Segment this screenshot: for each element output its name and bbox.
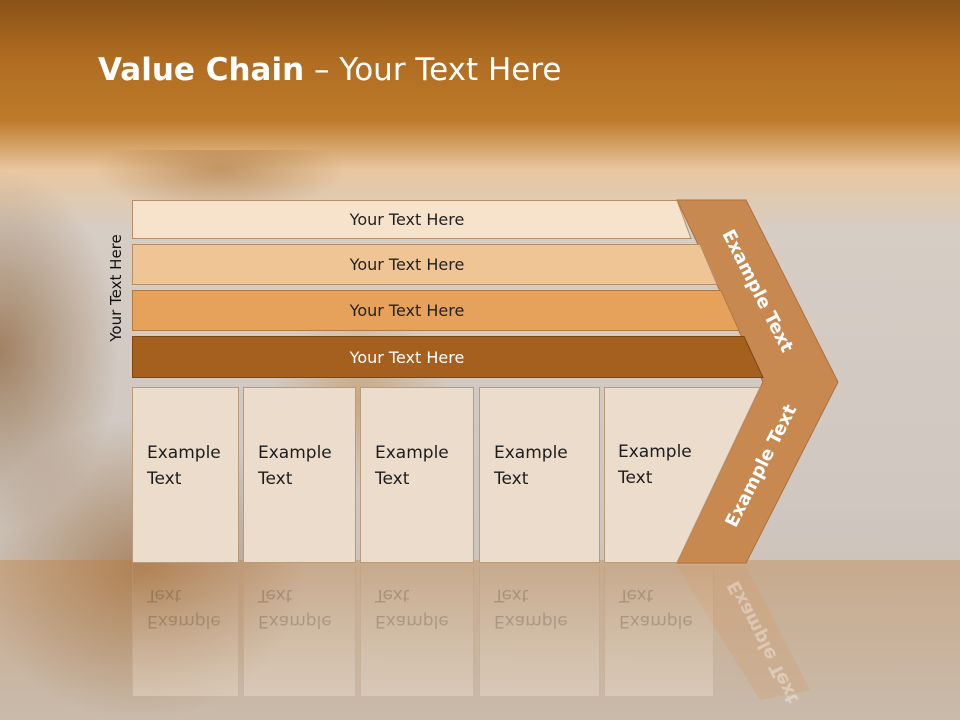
column-2[interactable]: Example Text <box>243 387 356 563</box>
column-4-reflection: Example Text <box>479 566 600 696</box>
band-3-shape <box>132 290 740 331</box>
column-5-reflection-line2: Text <box>619 585 654 605</box>
column-1-reflection-line1: Example <box>147 611 221 631</box>
column-1-line1: Example <box>147 443 221 463</box>
column-4[interactable]: Example Text <box>479 387 600 563</box>
column-3-line1: Example <box>375 443 449 463</box>
column-4-line2: Text <box>494 469 529 489</box>
band-4-shape <box>132 336 764 378</box>
column-2-reflection: Example Text <box>243 566 356 696</box>
band-1[interactable]: Your Text Here <box>132 200 692 239</box>
title-rest: – Your Text Here <box>304 52 562 88</box>
column-1-reflection: Example Text <box>132 566 239 696</box>
band-3[interactable]: Your Text Here <box>132 290 740 331</box>
chevron-reflection <box>677 566 810 700</box>
band-3-label: Your Text Here <box>349 301 465 320</box>
column-5-reflection-line1: Example <box>619 611 693 631</box>
slide-title[interactable]: Value Chain – Your Text Here <box>98 52 561 88</box>
column-4-reflection-line1: Example <box>494 611 568 631</box>
band-2-label: Your Text Here <box>349 255 465 274</box>
column-5-line1: Example <box>618 442 692 462</box>
column-2-line2: Text <box>258 469 293 489</box>
chevron-shape <box>676 199 839 564</box>
column-1-line2: Text <box>147 469 182 489</box>
band-4-label: Your Text Here <box>349 347 465 367</box>
column-1[interactable]: Example Text <box>132 387 239 563</box>
column-2-reflection-line2: Text <box>258 585 293 605</box>
column-3-reflection-line2: Text <box>375 585 410 605</box>
column-3-reflection: Example Text <box>360 566 474 696</box>
column-2-line1: Example <box>258 443 332 463</box>
column-3-line2: Text <box>375 469 410 489</box>
column-2-reflection-line1: Example <box>258 611 332 631</box>
column-3-reflection-line1: Example <box>375 611 449 631</box>
column-3[interactable]: Example Text <box>360 387 474 563</box>
band-4[interactable]: Your Text Here <box>132 336 764 378</box>
title-bold: Value Chain <box>98 52 305 88</box>
column-5-shape <box>604 387 761 563</box>
band-2-shape <box>132 244 718 285</box>
column-1-reflection-line2: Text <box>147 585 182 605</box>
column-4-line1: Example <box>494 443 568 463</box>
band-1-shape <box>132 200 692 239</box>
column-5[interactable]: Example Text <box>604 387 761 563</box>
column-5-reflection: Example Text <box>604 566 714 696</box>
band-1-label: Your Text Here <box>349 210 465 229</box>
column-4-reflection-line2: Text <box>494 585 529 605</box>
band-2[interactable]: Your Text Here <box>132 244 718 285</box>
column-5-line2: Text <box>618 468 653 488</box>
background-floor <box>0 560 960 720</box>
